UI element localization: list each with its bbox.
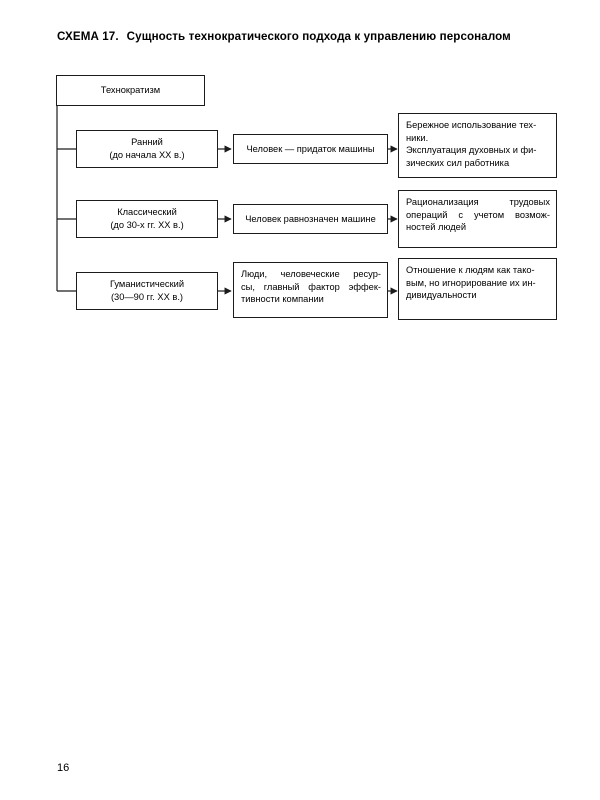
node-result-1-line1: Бережное использование тех- <box>406 120 537 130</box>
node-middle-1[interactable]: Человек — придаток машины <box>233 134 388 164</box>
node-stage-1-line2: (до начала XX в.) <box>109 150 185 160</box>
node-result-3-line3: дивидуальности <box>406 290 477 301</box>
page-title: СХЕМА 17. Сущность технократического подх… <box>57 30 557 43</box>
node-result-2-line1: Рационализация трудовых <box>406 197 550 207</box>
node-root[interactable]: Технократизм <box>56 75 205 106</box>
node-stage-3-line2: (30—90 гг. XX в.) <box>110 292 184 302</box>
node-result-2-line3: ностей людей <box>406 222 467 233</box>
page-number: 16 <box>57 762 70 774</box>
node-stage-1[interactable]: Ранний (до начала XX в.) <box>76 130 218 168</box>
node-middle-2[interactable]: Человек равнозначен машине <box>233 204 388 234</box>
node-result-1-line4: зических сил работника <box>406 157 510 168</box>
schema-diagram: Технократизм Ранний (до начала XX в.) Че… <box>0 0 600 360</box>
node-result-2[interactable]: Рационализация трудовых операций с учето… <box>398 190 557 248</box>
node-result-3-line2: вым, но игнорирование их ин- <box>406 277 536 288</box>
node-stage-2-line2: (до 30-х гг. XX в.) <box>110 220 184 230</box>
node-middle-1-label: Человек — придаток машины <box>246 143 375 154</box>
node-stage-3[interactable]: Гуманистический (30—90 гг. XX в.) <box>76 272 218 310</box>
node-result-3[interactable]: Отношение к людям как тако- вым, но игно… <box>398 258 557 320</box>
node-middle-3-line1: Люди, человеческие ресур- <box>241 269 381 279</box>
node-middle-3-line3: тивности компании <box>241 294 324 305</box>
node-stage-3-line1: Гуманистический <box>109 279 185 290</box>
node-stage-2-line1: Классический <box>117 207 177 218</box>
node-result-3-line1: Отношение к людям как тако- <box>406 265 535 275</box>
title-number: СХЕМА 17. <box>57 30 119 43</box>
node-middle-2-label: Человек равнозначен машине <box>245 213 376 224</box>
node-result-1-line3: Эксплуатация духовных и фи- <box>406 145 537 156</box>
node-middle-3-line2: сы, главный фактор эффек- <box>241 281 381 292</box>
node-stage-2[interactable]: Классический (до 30-х гг. XX в.) <box>76 200 218 238</box>
node-result-2-line2: операций с учетом возмож- <box>406 209 550 220</box>
node-middle-3[interactable]: Люди, человеческие ресур- сы, главный фа… <box>233 262 388 318</box>
node-stage-1-line1: Ранний <box>131 137 163 148</box>
node-result-1-line2: ники. <box>406 132 429 143</box>
node-root-label: Технократизм <box>100 85 161 96</box>
title-text: Сущность технократического подхода к упр… <box>126 30 511 43</box>
node-result-1[interactable]: Бережное использование тех- ники. Эксплу… <box>398 113 557 178</box>
